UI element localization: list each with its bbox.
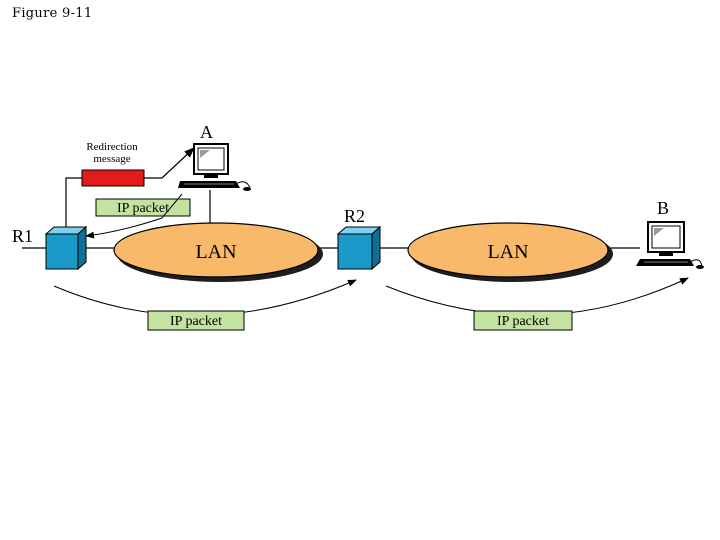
redirection-message-box — [81, 169, 145, 187]
ip-packet-right-box — [473, 310, 573, 331]
redirect-path-line — [65, 177, 82, 227]
ip-packet-left-label: IP packet — [170, 314, 222, 329]
figure-caption: Figure 9-11 — [12, 6, 93, 21]
lan-2: LAN — [407, 222, 613, 282]
host-b-label: B — [657, 198, 669, 218]
ip-packet-right-label: IP packet — [497, 314, 549, 329]
packet-to-r1-arrow — [85, 193, 183, 239]
message-label: message — [93, 153, 130, 165]
host-a-label: A — [200, 122, 213, 142]
lan-1: LAN — [113, 222, 323, 282]
redirection-label: Redirection — [86, 141, 138, 153]
lan-1-label: LAN — [195, 241, 236, 263]
ip-packet-top-box — [95, 198, 191, 217]
router-r2-label: R2 — [344, 206, 365, 226]
router-r1 — [44, 225, 88, 271]
router-r2 — [336, 225, 382, 271]
computer-icon-b — [636, 221, 704, 269]
ip-packet-top-label: IP packet — [117, 201, 169, 216]
lan-2-label: LAN — [487, 241, 528, 263]
router-r1-label: R1 — [12, 226, 33, 246]
ip-packet-left-box — [147, 310, 245, 331]
forward-arrow-r1-r2 — [53, 279, 357, 316]
forward-arrow-r2-b — [385, 277, 689, 316]
redirect-arrow — [144, 147, 195, 179]
computer-icon-a — [178, 143, 251, 191]
